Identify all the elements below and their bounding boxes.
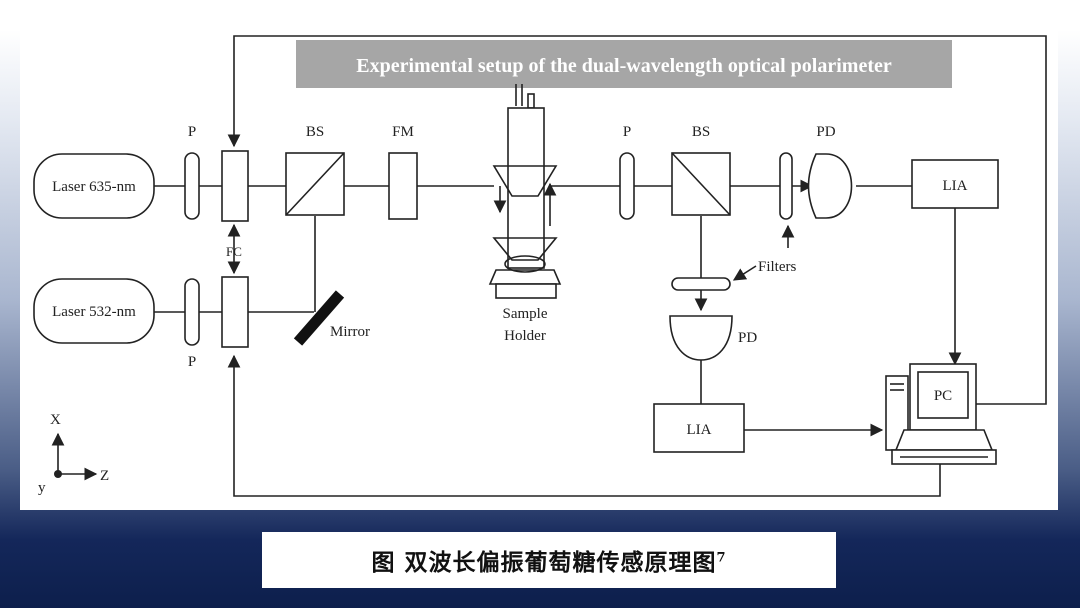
mirror-label: Mirror <box>330 324 370 340</box>
coordinate-axes <box>51 432 98 481</box>
filter-bottom <box>671 277 731 291</box>
filters-label: Filters <box>758 259 796 275</box>
lock-in-amplifier-top <box>911 159 999 209</box>
feedback-line-bottom <box>227 354 941 497</box>
sample-holder <box>488 84 562 299</box>
beam-splitter-right-diagonal <box>671 152 731 216</box>
faraday-modulator <box>388 152 418 220</box>
beam-splitter-right-label: BS <box>692 124 710 140</box>
lock-in-amplifier-bottom-label: LIA <box>687 422 712 438</box>
diagram-title: Experimental setup of the dual-wavelengt… <box>356 55 892 77</box>
caption-superscript: 7 <box>716 550 727 566</box>
diagram-panel: Experimental setup of the dual-wavelengt… <box>20 26 1058 510</box>
photodiode-top <box>807 153 853 219</box>
axis-z-label: Z <box>100 468 109 484</box>
feedback-line-top <box>227 35 1047 405</box>
beam-splitter-left-label: BS <box>306 124 324 140</box>
caption-main: 图 双波长偏振葡萄糖传感原理图 <box>371 549 717 576</box>
computer-label: PC <box>934 388 952 404</box>
fc-label: FC <box>226 244 242 259</box>
photodiode-bottom-label: PD <box>738 330 757 346</box>
polarimeter-diagram: Experimental setup of the dual-wavelengt… <box>33 35 1047 497</box>
axis-x-label: X <box>50 412 61 428</box>
caption-box: 图 双波长偏振葡萄糖传感原理图7 <box>262 532 836 588</box>
photodiode-top-label: PD <box>816 124 835 140</box>
polarizer-top-label: P <box>188 124 196 140</box>
beam-splitter-left-diagonal <box>285 152 345 216</box>
laser-635-label: Laser 635-nm <box>52 179 136 195</box>
lock-in-amplifier-top-label: LIA <box>943 178 968 194</box>
laser-532-label: Laser 532-nm <box>52 304 136 320</box>
fc-top <box>221 150 249 222</box>
sample-holder-label-2: Holder <box>504 328 546 344</box>
laser-532-box <box>33 278 155 344</box>
caption-text: 图 双波长偏振葡萄糖传感原理图7 <box>371 543 726 577</box>
faraday-modulator-label: FM <box>392 124 414 140</box>
polarizer-bottom-label: P <box>188 354 196 370</box>
polarizer-top <box>184 152 200 220</box>
fc-bottom <box>221 276 249 348</box>
photodiode-bottom <box>669 315 733 361</box>
axis-y-label: y <box>38 480 46 496</box>
computer <box>885 363 997 465</box>
lock-in-amplifier-bottom <box>653 403 745 453</box>
analyzer-polarizer <box>619 152 635 220</box>
filters-pointer-left <box>732 265 757 281</box>
title-banner <box>296 40 952 88</box>
polarizer-bottom <box>184 278 200 346</box>
sample-holder-label-1: Sample <box>503 306 548 322</box>
analyzer-polarizer-label: P <box>623 124 631 140</box>
mirror <box>293 290 345 346</box>
filter-top <box>779 152 793 220</box>
